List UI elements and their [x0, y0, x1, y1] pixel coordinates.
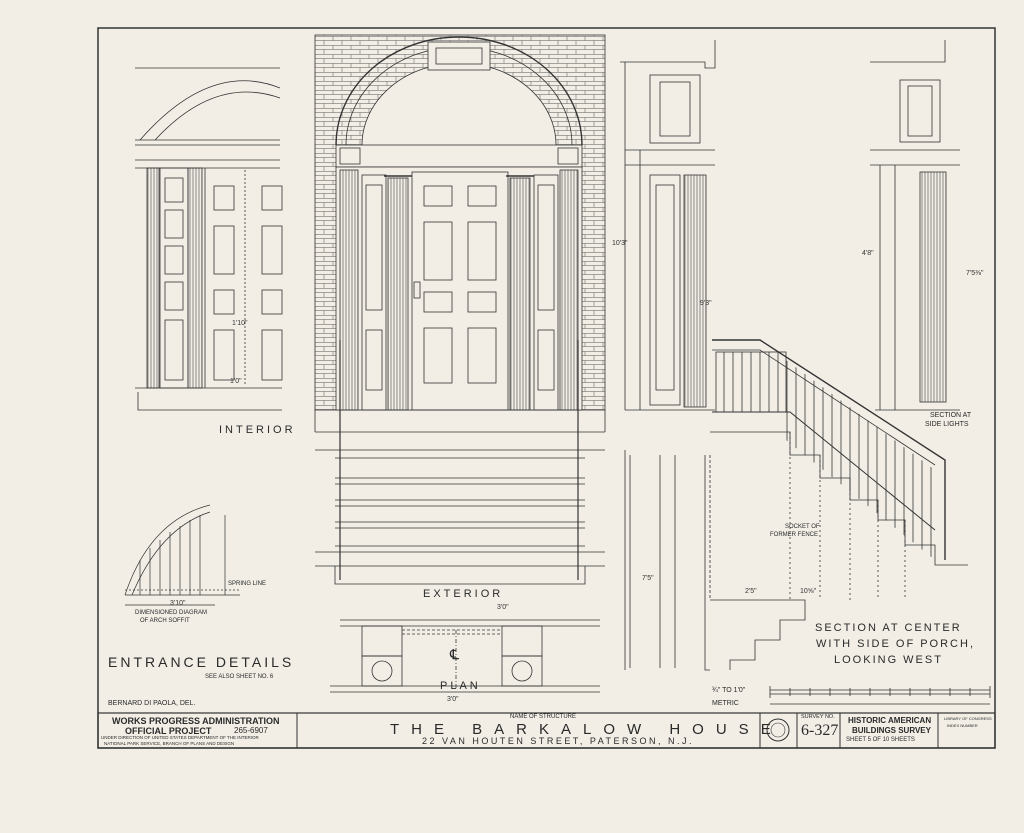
habs-line-1: HISTORIC AMERICAN	[848, 716, 932, 725]
label-entrance-details: ENTRANCE DETAILS	[108, 654, 295, 670]
structure-address: 22 VAN HOUTEN STREET, PATERSON, N.J.	[422, 736, 695, 746]
interior-elevation	[135, 67, 283, 411]
wpa-line-1: WORKS PROGRESS ADMINISTRATION	[112, 716, 280, 726]
survey-caption: SURVEY NO.	[801, 714, 835, 720]
dim-12: 7'5⅜"	[966, 270, 984, 277]
label-section-center-2: WITH SIDE OF PORCH,	[816, 638, 975, 650]
label-see-also: SEE ALSO SHEET NO. 6	[205, 674, 274, 680]
wpa-line-3: UNDER DIRECTION OF UNITED STATES DEPARTM…	[101, 735, 259, 740]
dim-6: 7'5"	[642, 575, 654, 582]
label-diagram-2: OF ARCH SOFFIT	[140, 618, 190, 624]
label-socket-1: SOCKET OF	[785, 524, 820, 530]
draftsman: BERNARD DI PAOLA, DEL.	[108, 700, 196, 707]
dim-2: 3'10"	[170, 600, 186, 607]
entrance-plan	[330, 619, 600, 693]
dim-3: 1'10"	[232, 320, 248, 327]
arch-soffit-diagram	[124, 504, 240, 606]
dim-1: 1'0"	[230, 378, 242, 385]
seal-icon	[766, 718, 790, 742]
label-section-center-3: LOOKING WEST	[834, 654, 943, 666]
graphic-scale	[769, 686, 991, 705]
label-spring-line: SPRING LINE	[228, 581, 267, 587]
scale-imperial: ¾" TO 1'0"	[712, 687, 746, 694]
survey-no: 6-327	[801, 722, 839, 739]
dim-7: 9'3"	[700, 300, 712, 307]
name-caption: NAME OF STRUCTURE	[510, 714, 576, 720]
label-section-side-1: SECTION AT	[930, 412, 972, 419]
library-line-2: INDEX NUMBER	[947, 723, 978, 728]
wpa-project-no: 265-6907	[234, 726, 268, 735]
section-center	[620, 40, 968, 671]
dim-9: 10⅝"	[800, 588, 817, 595]
label-section-side-2: SIDE LIGHTS	[925, 421, 969, 428]
label-centerline: ℄	[450, 646, 459, 662]
dim-4: 3'0"	[447, 696, 459, 703]
wpa-line-2: OFFICIAL PROJECT	[125, 726, 212, 736]
dim-10: 4'8"	[862, 250, 874, 257]
label-diagram-1: DIMENSIONED DIAGRAM	[135, 610, 208, 616]
section-side-lights	[870, 40, 960, 411]
library-line-1: LIBRARY OF CONGRESS	[944, 716, 992, 721]
scale-metric: METRIC	[712, 700, 739, 707]
wpa-line-4: NATIONAL PARK SERVICE, BRANCH OF PLANS A…	[104, 741, 235, 746]
label-section-center-1: SECTION AT CENTER	[815, 622, 962, 634]
dim-5: 10'3"	[612, 240, 628, 247]
label-plan: PLAN	[440, 680, 481, 692]
label-interior: INTERIOR	[219, 424, 296, 436]
habs-line-2: BUILDINGS SURVEY	[852, 726, 931, 735]
structure-name: THE BARKALOW HOUSE	[390, 721, 783, 738]
dim-8: 2'5"	[745, 588, 757, 595]
label-exterior: EXTERIOR	[423, 588, 504, 600]
exterior-elevation	[314, 34, 606, 585]
label-socket-2: FORMER FENCE	[770, 532, 818, 538]
title-block-border	[97, 712, 996, 749]
dim-11: 3'0"	[497, 604, 509, 611]
sheet-info: SHEET 5 OF 10 SHEETS	[846, 737, 915, 743]
